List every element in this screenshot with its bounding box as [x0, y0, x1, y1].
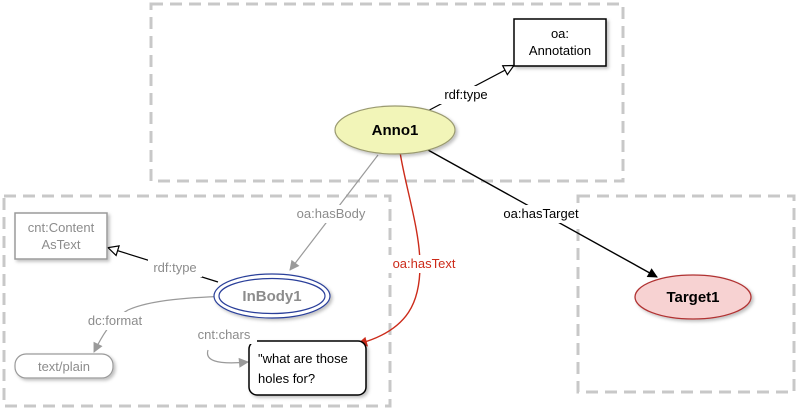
text-plain-label: text/plain	[38, 359, 90, 374]
cnt-content-astext-node: cnt:Content AsText	[14, 212, 108, 260]
has-body-label: oa:hasBody	[297, 206, 366, 221]
anno-rdf-type-label: rdf:type	[444, 87, 487, 102]
chars-value-line2: holes for?	[258, 371, 315, 386]
anno1-label: Anno1	[372, 122, 419, 139]
chars-value-line1: "what are those	[258, 351, 348, 366]
has-target-label: oa:hasTarget	[503, 206, 579, 221]
cnt-chars-label: cnt:chars	[198, 327, 251, 342]
target1-label: Target1	[666, 289, 719, 306]
text-plain-node: text/plain	[14, 353, 114, 379]
cnt-content-astext-label-line1: cnt:Content	[28, 220, 95, 235]
annotation-region-border	[149, 2, 625, 183]
inbody1-node: InBody1	[213, 273, 331, 319]
body-rdf-type-label: rdf:type	[153, 260, 196, 275]
dc-format-label: dc:format	[88, 313, 143, 328]
oa-annotation-node: oa: Annotation	[513, 18, 607, 67]
chars-value-node: "what are those holes for?	[248, 340, 367, 396]
anno1-node: Anno1	[334, 105, 456, 155]
inbody1-label: InBody1	[242, 288, 301, 305]
has-text-label: oa:hasText	[393, 256, 456, 271]
target-region-border	[576, 194, 796, 394]
target1-node: Target1	[634, 274, 752, 320]
body-region-border	[2, 194, 392, 408]
oa-annotation-label-line2: Annotation	[529, 43, 591, 58]
oa-annotation-label-line1: oa:	[551, 26, 569, 41]
cnt-content-astext-label-line2: AsText	[41, 237, 80, 252]
dc-format-edge	[93, 295, 238, 353]
cnt-chars-edge	[206, 349, 249, 368]
